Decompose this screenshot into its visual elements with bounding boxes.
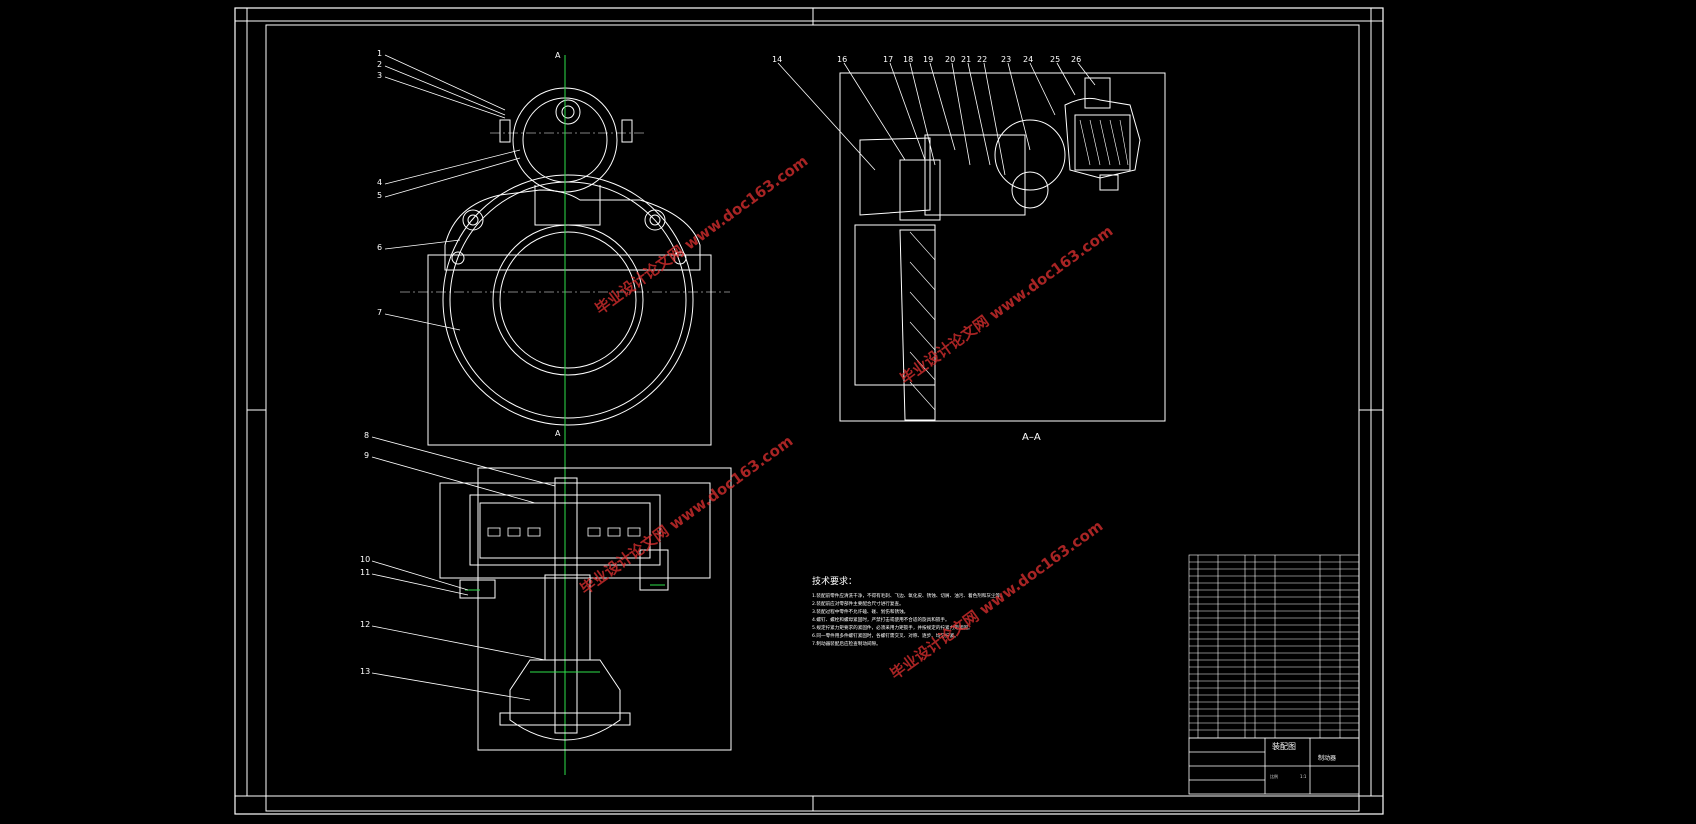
tech-line-1: 1.装配前零件应清洗干净，不得有毛刺、飞边、氧化皮、锈蚀、切屑、油污、着色剂和灰… bbox=[812, 592, 1005, 599]
title-block-subtitle: 制动器 bbox=[1318, 754, 1336, 762]
callout-6: 6 bbox=[377, 243, 382, 252]
section-hatching bbox=[909, 119, 1129, 411]
title-block-name: 装配图 bbox=[1272, 741, 1296, 751]
tech-line-3: 3.装配过程中零件不允许磕、碰、划伤和锈蚀。 bbox=[812, 608, 908, 615]
section-view bbox=[839, 72, 1166, 422]
callout-18: 18 bbox=[903, 55, 913, 64]
callout-10: 10 bbox=[360, 555, 370, 564]
section-label: A–A bbox=[1022, 432, 1041, 443]
watermark-1: 毕业设计论文网 www.doc163.com bbox=[592, 152, 812, 318]
tech-line-7: 7.制动器装配后应检查制动间隙。 bbox=[812, 640, 881, 647]
callout-21: 21 bbox=[961, 55, 971, 64]
callout-9: 9 bbox=[364, 451, 369, 460]
section-callout-labels: 14 16 17 18 19 20 21 22 23 24 25 26 A–A bbox=[772, 55, 1081, 443]
callout-19: 19 bbox=[923, 55, 933, 64]
front-leaders bbox=[384, 54, 521, 331]
tech-line-4: 4.螺钉、螺栓和螺母紧固时，严禁打击或使用不合适的旋具和扳手。 bbox=[812, 616, 950, 623]
cut-marker-top: A bbox=[555, 51, 561, 60]
front-callout-labels: 1 2 3 4 5 6 7 A A bbox=[377, 49, 561, 438]
callout-3: 3 bbox=[377, 71, 382, 80]
scale-label: 比例 bbox=[1270, 773, 1278, 779]
callout-25: 25 bbox=[1050, 55, 1060, 64]
watermark-2: 毕业设计论文网 www.doc163.com bbox=[897, 222, 1117, 388]
callout-20: 20 bbox=[945, 55, 955, 64]
callout-8: 8 bbox=[364, 431, 369, 440]
bottom-leaders bbox=[371, 436, 556, 701]
title-block bbox=[1188, 737, 1360, 795]
cut-marker-bottom: A bbox=[555, 429, 561, 438]
callout-1: 1 bbox=[377, 49, 382, 58]
callout-22: 22 bbox=[977, 55, 987, 64]
sheet-outer-border bbox=[234, 7, 1384, 815]
callout-5: 5 bbox=[377, 191, 382, 200]
parts-list bbox=[1188, 554, 1360, 739]
callout-26: 26 bbox=[1071, 55, 1081, 64]
tech-requirements: 技术要求： 1.装配前零件应清洗干净，不得有毛刺、飞边、氧化皮、锈蚀、切屑、油污… bbox=[812, 575, 1005, 647]
callout-2: 2 bbox=[377, 60, 382, 69]
watermark-3: 毕业设计论文网 www.doc163.com bbox=[577, 432, 797, 598]
callout-13: 13 bbox=[360, 667, 370, 676]
callout-4: 4 bbox=[377, 178, 382, 187]
tech-line-2: 2.装配前应对零部件主要配合尺寸进行复查。 bbox=[812, 600, 904, 607]
parts-list-rows bbox=[1189, 561, 1359, 731]
bottom-callout-labels: 8 9 10 11 12 13 bbox=[360, 431, 370, 676]
callout-7: 7 bbox=[377, 308, 382, 317]
tech-line-5: 5.规定拧紧力矩要求的紧固件，必须采用力矩扳手，并按规定的拧紧力矩紧固。 bbox=[812, 624, 973, 631]
callout-16: 16 bbox=[837, 55, 847, 64]
centering-marks bbox=[235, 8, 1383, 811]
scale-value: 1:1 bbox=[1300, 774, 1307, 779]
bottom-view bbox=[439, 467, 732, 751]
section-leaders bbox=[777, 62, 1096, 176]
tech-title: 技术要求： bbox=[812, 575, 857, 587]
tech-line-6: 6.同一零件用多件螺钉紧固时，各螺钉需交叉、对称、逐步、均匀拧紧。 bbox=[812, 632, 959, 639]
sheet-inner-border bbox=[265, 24, 1360, 812]
title-block-text: 装配图 制动器 比例 1:1 bbox=[1270, 741, 1336, 779]
callout-23: 23 bbox=[1001, 55, 1011, 64]
callout-17: 17 bbox=[883, 55, 893, 64]
callout-12: 12 bbox=[360, 620, 370, 629]
callout-24: 24 bbox=[1023, 55, 1033, 64]
bottom-slots bbox=[487, 527, 641, 537]
callout-14: 14 bbox=[772, 55, 782, 64]
watermark-4: 毕业设计论文网 www.doc163.com bbox=[887, 517, 1107, 683]
callout-11: 11 bbox=[360, 568, 370, 577]
